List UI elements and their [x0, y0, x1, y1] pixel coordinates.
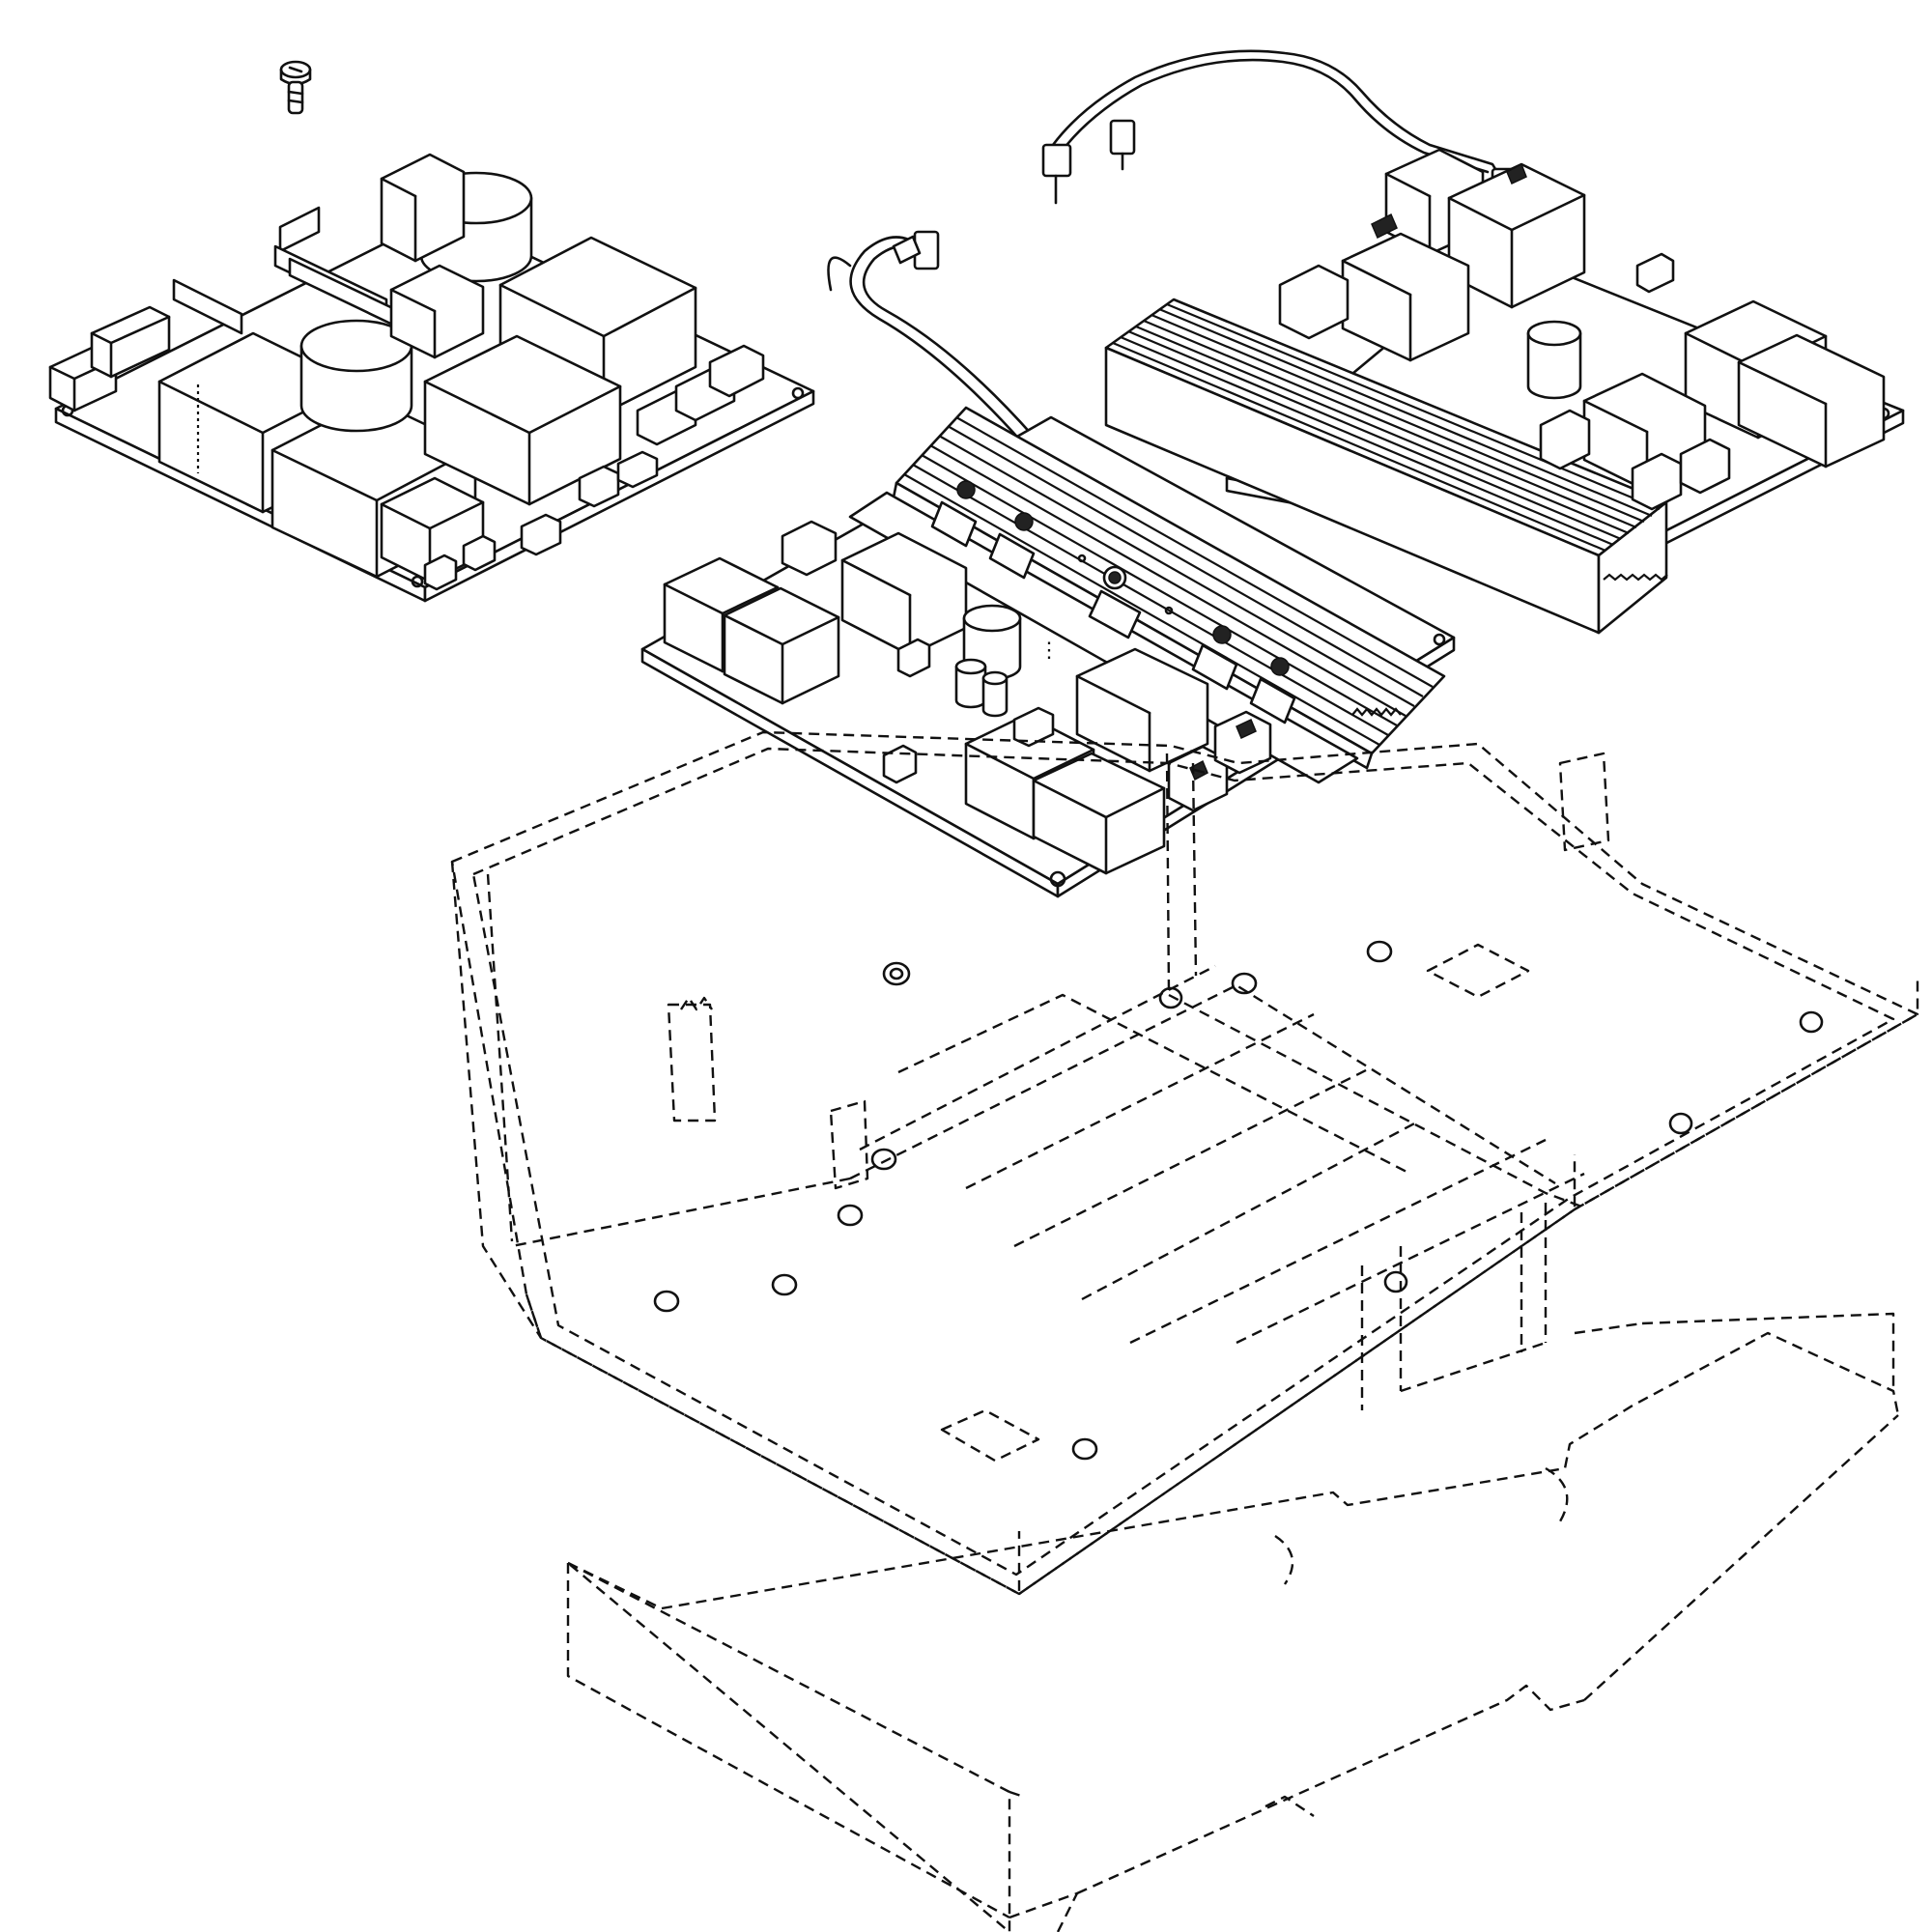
bottom-cover-plate	[566, 1331, 1900, 1932]
svg-text:⋮: ⋮	[1038, 638, 1060, 662]
amplifier-board-right	[1104, 148, 1905, 635]
heatsink-fins-right	[1112, 302, 1668, 582]
power-supply-board	[48, 153, 815, 603]
heatsink-fins-center	[903, 416, 1434, 746]
mounting-screw	[279, 60, 312, 115]
amplifier-board-center: ⋮	[640, 406, 1456, 898]
power-transistors	[930, 480, 1296, 724]
chassis-standoffs	[653, 940, 1824, 1461]
chassis-tray	[450, 730, 1919, 1596]
